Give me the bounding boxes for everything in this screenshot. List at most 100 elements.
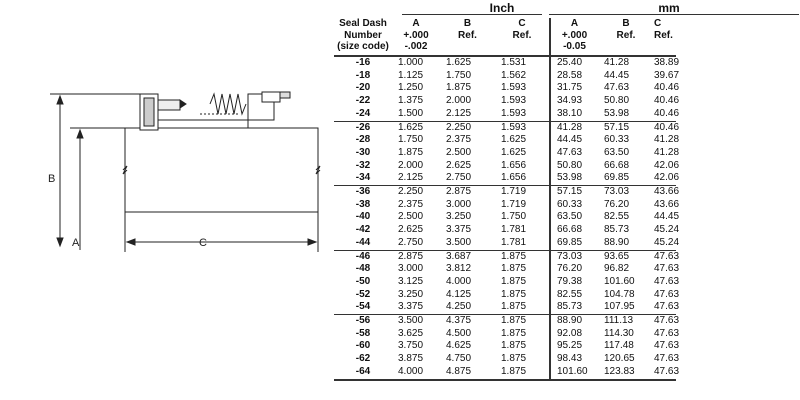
column-header-a-mm: A+.000-0.05 (550, 18, 598, 56)
cell-b-inch: 3.687 (446, 250, 472, 262)
cell-c-inch: 1.875 (495, 275, 551, 289)
cell-dash: -52 (355, 288, 371, 300)
seal-body (139, 91, 291, 131)
column-header-line: A (412, 18, 420, 29)
cell-c-mm: 40.46 (654, 121, 680, 133)
cell-b-mm: 117.48 (604, 340, 634, 352)
cell-c-mm: 42.06 (654, 159, 680, 171)
cell-dash: -16 (355, 57, 371, 68)
cell-a-inch: 3.625 (398, 327, 424, 339)
cell-dash: -30 (355, 146, 371, 158)
cell-dash: -28 (355, 134, 371, 146)
column-header-line: -0.05 (563, 41, 586, 52)
cell-c-mm: 45.24 (654, 236, 679, 251)
column-header-line: Seal Dash (339, 18, 387, 29)
cell-b-inch: 2.500 (446, 146, 472, 158)
cell-a-inch: 2.500 (398, 211, 424, 223)
cell-b-mm: 107.95 (598, 301, 654, 316)
shaft-outline (124, 127, 319, 213)
cell-c-inch: 1.593 (495, 82, 551, 96)
cell-a-mm: 60.33 (557, 198, 583, 210)
cell-b-mm: 60.33 (604, 134, 630, 146)
cell-a-mm: 73.03 (557, 250, 583, 262)
cell-a-mm: 50.80 (557, 159, 583, 171)
column-header-line: Ref. (654, 29, 673, 41)
cell-b-inch: 2.375 (446, 134, 472, 146)
cell-c-inch: 1.719 (495, 198, 551, 212)
cell-a-inch: 3.125 (398, 275, 424, 287)
cell-c-mm: 47.63 (654, 263, 680, 275)
cell-c-mm: 47.63 (654, 275, 680, 287)
cell-dash: -38 (355, 198, 371, 210)
cell-a-mm: 66.68 (557, 224, 583, 236)
column-header-line: B (463, 18, 472, 29)
group-rule-mm (549, 14, 799, 15)
cell-dash: -24 (334, 107, 392, 122)
column-header-a-inch: A+.000-.002 (392, 18, 440, 56)
cell-a-mm: 95.25 (557, 340, 583, 352)
column-header-line: Ref. (512, 29, 532, 41)
column-header-line: (size code) (337, 41, 389, 52)
cell-b-mm: 96.82 (604, 263, 630, 275)
cell-a-mm: 69.85 (550, 236, 598, 251)
cell-a-inch: 2.875 (398, 250, 424, 262)
dimension-label-b: B (48, 173, 55, 185)
cell-b-mm: 50.80 (604, 95, 630, 107)
cell-c-mm: 47.63 (654, 315, 680, 327)
cell-a-mm: 41.28 (557, 121, 583, 133)
cell-dash: -34 (334, 172, 392, 187)
cell-b-mm: 85.73 (604, 224, 630, 236)
seal-dimension-drawing: B A C (48, 91, 321, 252)
cell-dash: -50 (355, 275, 371, 287)
cell-c-mm: 45.24 (654, 224, 680, 236)
cell-b-inch: 3.375 (446, 224, 472, 236)
cell-c-inch: 1.875 (495, 263, 551, 276)
cell-c-mm: 47.63 (654, 353, 680, 365)
cell-a-inch: 2.375 (398, 198, 424, 210)
cell-a-mm: 92.08 (557, 327, 583, 339)
cell-c-inch: 1.875 (495, 353, 551, 366)
cell-b-inch: 2.125 (440, 107, 495, 122)
cell-c-inch: 1.625 (495, 134, 551, 147)
cell-b-inch: 1.875 (446, 82, 472, 94)
cell-b-inch: 2.750 (440, 172, 495, 187)
cell-b-mm: 114.30 (604, 327, 634, 339)
cell-a-inch: 1.250 (398, 82, 424, 94)
cell-dash: -42 (355, 224, 371, 236)
cell-a-inch: 3.875 (398, 353, 424, 365)
cell-b-inch: 3.000 (446, 198, 472, 210)
dimension-label-a: A (72, 237, 80, 249)
cell-b-inch: 3.500 (440, 236, 495, 251)
cell-a-mm: 88.90 (557, 315, 583, 327)
cell-c-mm: 39.67 (654, 69, 680, 81)
cell-dash: -54 (334, 301, 392, 316)
cell-dash: -20 (355, 82, 371, 94)
cell-a-inch: 3.750 (398, 340, 424, 352)
cell-c-inch: 1.875 (495, 250, 551, 264)
cell-dash: -60 (355, 340, 371, 352)
column-header-line: +.000 (403, 29, 429, 41)
cell-dash: -32 (355, 159, 371, 171)
cell-c-mm: 41.28 (654, 134, 680, 146)
cell-b-mm: 44.45 (604, 69, 630, 81)
cell-a-inch: 2.125 (392, 172, 440, 187)
cell-a-inch: 3.250 (398, 288, 424, 300)
cell-a-mm: 85.73 (550, 301, 598, 316)
cell-b-mm: 69.85 (598, 172, 654, 187)
cell-c-inch: 1.719 (495, 185, 551, 199)
dimension-label-c: C (199, 237, 207, 249)
